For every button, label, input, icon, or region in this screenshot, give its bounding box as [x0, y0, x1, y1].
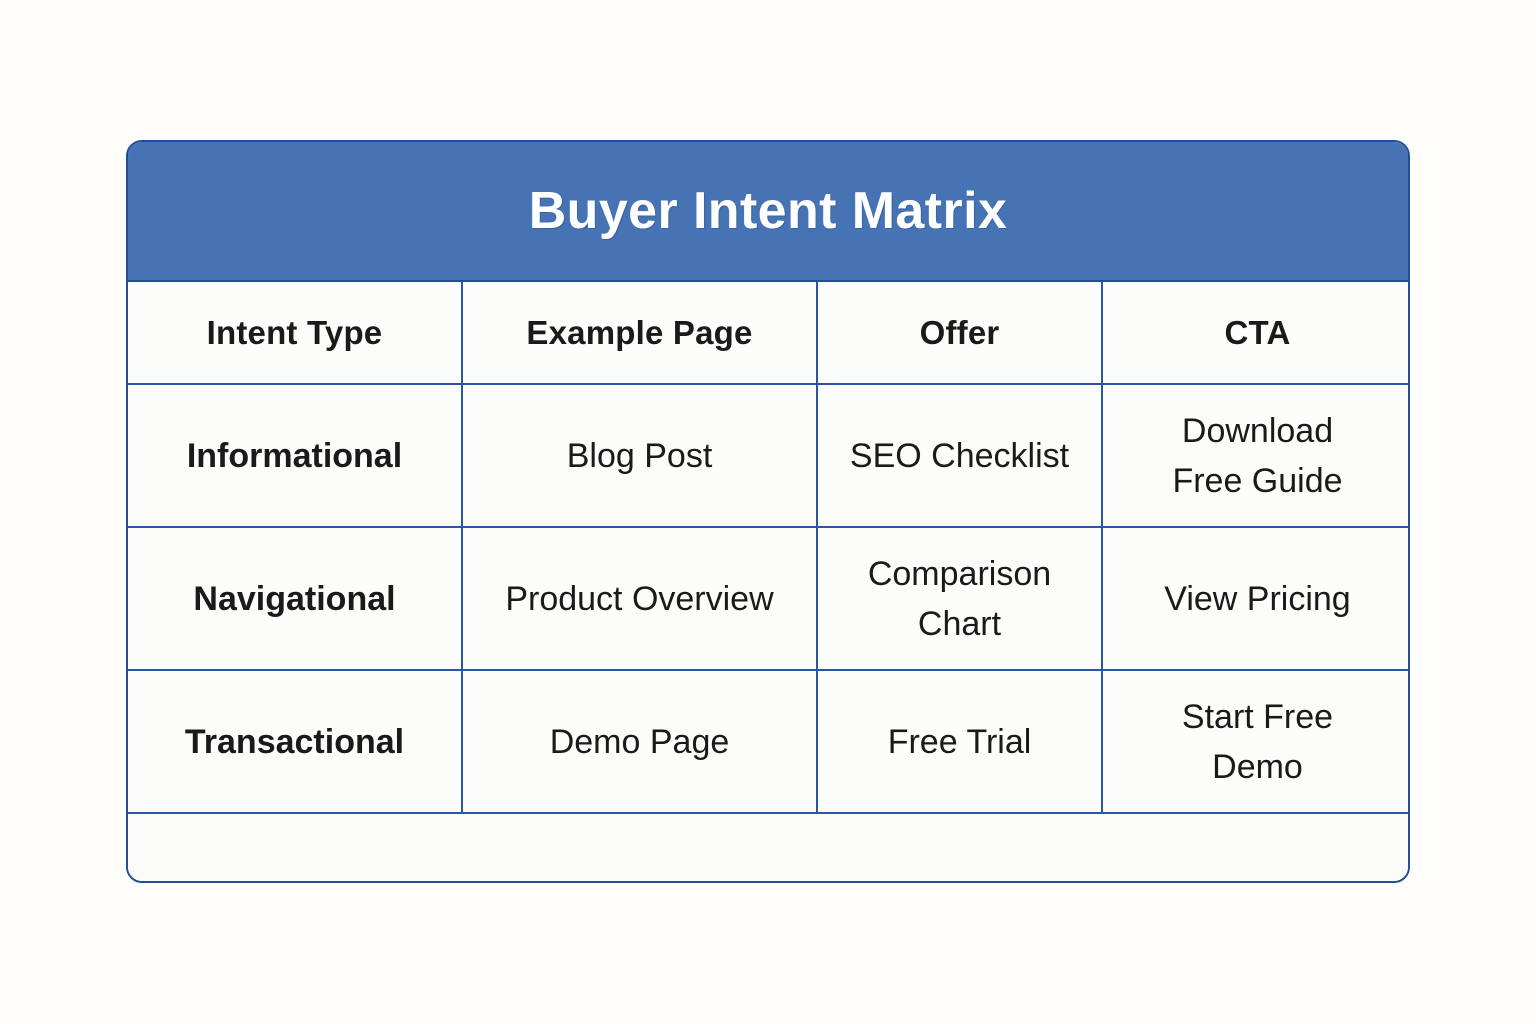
cell-cta-line-2: Free Guide [1172, 461, 1343, 500]
cell-footer-empty [128, 813, 1408, 881]
table-row: Informational Blog Post SEO Checklist Do… [128, 384, 1408, 528]
column-header-cta: CTA [1102, 282, 1408, 385]
table-row: Navigational Product Overview Comparison… [128, 527, 1408, 671]
cell-offer-line-2: Chart [917, 604, 1002, 643]
cell-example-page: Blog Post [462, 384, 818, 528]
card-title-banner: Buyer Intent Matrix [128, 142, 1408, 282]
cell-cta-line-2: Demo [1212, 747, 1303, 786]
cell-example-page: Product Overview [462, 527, 818, 671]
cell-cta: Download Free Guide [1102, 384, 1408, 528]
column-header-offer: Offer [817, 282, 1103, 385]
page-title: Buyer Intent Matrix [528, 182, 1008, 240]
cell-intent-type: Transactional [128, 670, 463, 814]
column-header-intent-type: Intent Type [128, 282, 463, 385]
table-footer-row [128, 813, 1408, 881]
buyer-intent-matrix-table: Intent Type Example Page Offer CTA Infor… [128, 282, 1408, 881]
table-header: Intent Type Example Page Offer CTA [128, 282, 1408, 385]
cell-intent-type: Navigational [128, 527, 463, 671]
cell-cta: View Pricing [1102, 527, 1408, 671]
column-header-example-page: Example Page [462, 282, 818, 385]
cell-cta: Start Free Demo [1102, 670, 1408, 814]
cell-offer: Free Trial [817, 670, 1103, 814]
table-row: Transactional Demo Page Free Trial Start… [128, 670, 1408, 814]
cell-offer: Comparison Chart [817, 527, 1103, 671]
cell-offer: SEO Checklist [817, 384, 1103, 528]
cell-offer-line-1: Comparison [867, 554, 1052, 593]
table-body: Informational Blog Post SEO Checklist Do… [128, 384, 1408, 881]
table-header-row: Intent Type Example Page Offer CTA [128, 282, 1408, 385]
cell-cta-line-1: Start Free [1181, 697, 1334, 736]
cell-example-page: Demo Page [462, 670, 818, 814]
cell-cta-line-1: Download [1181, 411, 1334, 450]
cell-intent-type: Informational [128, 384, 463, 528]
buyer-intent-matrix-card: Buyer Intent Matrix Intent Type Example … [126, 140, 1410, 883]
